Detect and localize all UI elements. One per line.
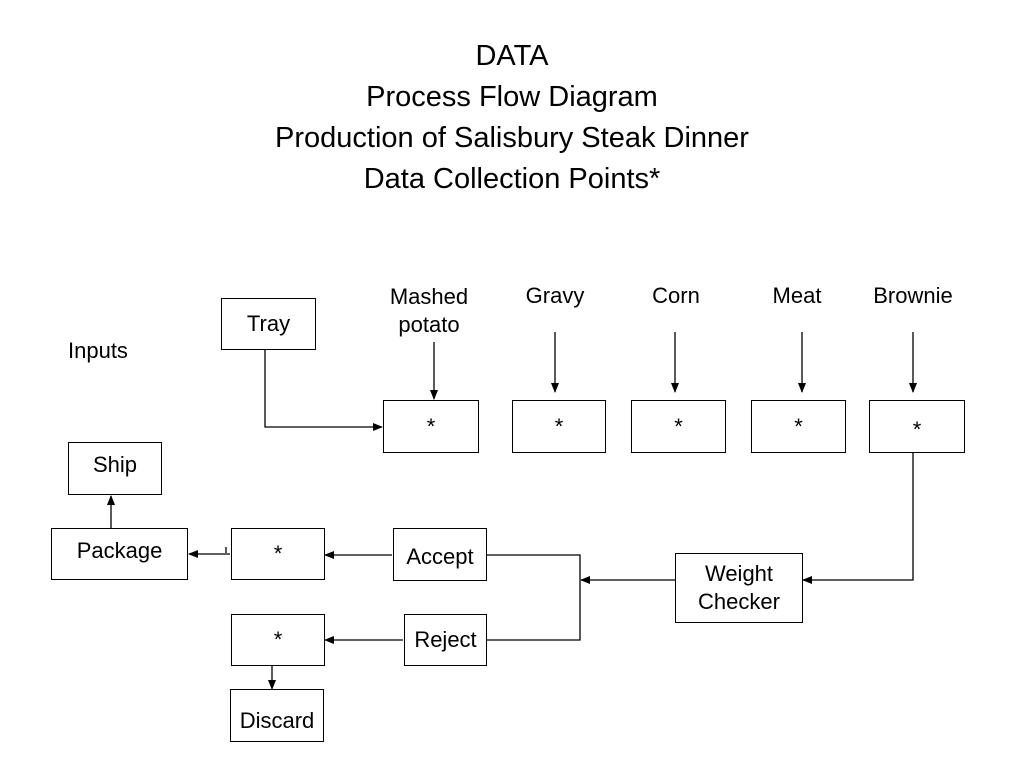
brownie-label: Brownie [873,283,953,308]
mashed-potato-label-line1: Mashed [389,284,469,309]
mashed-potato-label: Mashed potato [374,283,484,339]
title-line-1: DATA [475,40,549,72]
mashed-potato-label-line2: potato [398,312,460,337]
corn-label: Corn [652,283,700,308]
weight-checker-line1: Weight [704,561,774,586]
station-gravy: * [512,400,606,453]
brownie-to-weight-checker-connector [802,453,914,584]
gravy-label: Gravy [525,283,585,308]
ship-box: Ship [68,442,162,495]
title-line-2: Process Flow Diagram [366,81,658,113]
reject-box: Reject [404,614,487,666]
station-mashed-potato: * [383,400,479,453]
station-brownie: * [869,400,965,453]
meat-label: Meat [772,283,822,308]
tray-to-station-connector [264,350,383,431]
discard-box: Discard [230,689,324,742]
inputs-label: Inputs [68,338,128,363]
station-corn: * [631,400,726,453]
page-title: DATA Process Flow Diagram Production of … [0,36,1024,200]
title-line-4: Data Collection Points* [363,163,661,195]
accept-collection-point: * [231,528,325,580]
reject-collection-point: * [231,614,325,666]
station-meat: * [751,400,846,453]
accept-box: Accept [393,528,487,581]
tray-box: Tray [221,298,316,350]
package-box: Package [51,528,188,580]
accept-reject-bracket [487,554,581,641]
weight-checker-line2: Checker [698,589,780,614]
weight-checker-box: Weight Checker [675,553,803,623]
title-line-3: Production of Salisbury Steak Dinner [275,122,749,154]
